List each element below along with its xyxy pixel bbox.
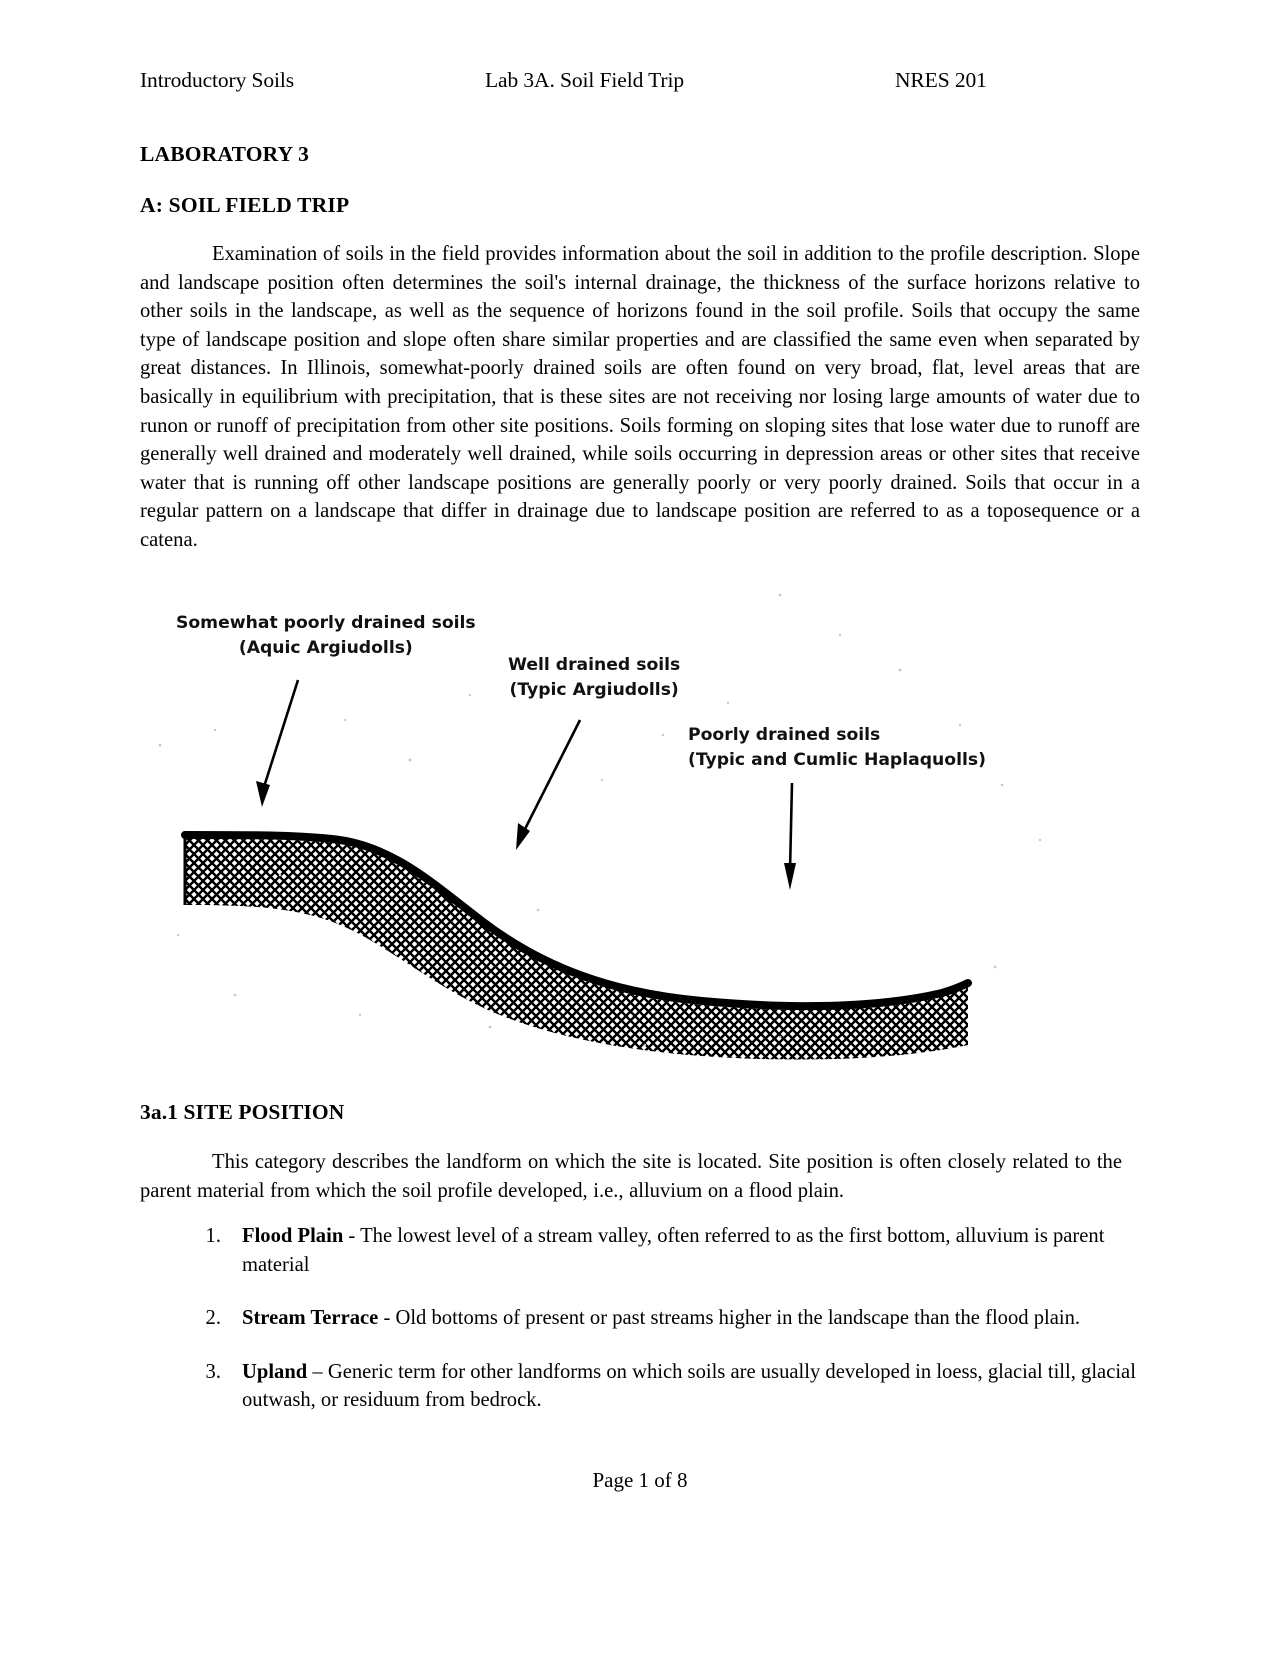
list-item-number: 3. [205, 1360, 221, 1383]
scan-speckle [158, 593, 1042, 1047]
figure-label-pd-line1: Poorly drained soils [688, 725, 881, 745]
soil-body-hatched [185, 839, 968, 1060]
list-item: 3. Upland – Generic term for other landfo… [175, 1358, 1140, 1415]
heading-laboratory: LABORATORY 3 [140, 142, 310, 166]
running-head: Introductory Soils Lab 3A. Soil Field Tr… [140, 68, 1140, 98]
list-item-text: – Generic term for other landforms on wh… [242, 1360, 1136, 1412]
list-item-number: 2. [205, 1307, 221, 1330]
running-head-left: Introductory Soils [140, 68, 295, 92]
list-item-text: - The lowest level of a stream valley, o… [242, 1225, 1105, 1276]
paragraph-intro: Examination of soils in the field provid… [140, 243, 1140, 551]
running-head-center: Lab 3A. Soil Field Trip [485, 68, 685, 92]
paragraph-site-position: This category describes the landform on … [140, 1151, 1122, 1202]
list-item-term: Upland [242, 1360, 308, 1383]
figure-label-wd-line1: Well drained soils [508, 655, 681, 675]
arrow-somewhat-poorly-drained [256, 679, 300, 807]
page-footer: Page 1 of 8 [592, 1468, 688, 1492]
site-position-list: 1. Flood Plain - The lowest level of a st… [175, 1222, 1140, 1440]
figure-label-pd-line2: (Typic and Cumlic Haplaquolls) [688, 750, 986, 770]
list-item-number: 1. [205, 1225, 221, 1247]
toposequence-diagram [158, 593, 1042, 1060]
list-item-text: - Old bottoms of present or past streams… [378, 1307, 1081, 1330]
figure-label-well-drained: Well drained soils (Typic Argiudolls) [508, 653, 680, 703]
figure-label-poorly-drained: Poorly drained soils (Typic and Cumlic H… [688, 723, 986, 773]
figure-label-somewhat-poorly-drained: Somewhat poorly drained soils (Aquic Arg… [176, 611, 476, 661]
list-item: 1. Flood Plain - The lowest level of a st… [175, 1222, 1140, 1279]
figure-label-wd-line2: (Typic Argiudolls) [509, 680, 679, 700]
list-item: 2. Stream Terrace - Old bottoms of presen… [175, 1304, 1140, 1333]
arrow-well-drained [516, 719, 582, 850]
heading-site-position: 3a.1 SITE POSITION [140, 1100, 345, 1124]
heading-section-a: A: SOIL FIELD TRIP [140, 193, 350, 217]
list-item-term: Stream Terrace [242, 1307, 379, 1330]
figure-label-swp-line2: (Aquic Argiudolls) [238, 638, 413, 658]
toposequence-figure: Somewhat poorly drained soils (Aquic Arg… [140, 575, 1140, 1075]
list-item-term: Flood Plain [242, 1225, 344, 1247]
figure-label-swp-line1: Somewhat poorly drained soils [176, 613, 476, 633]
running-head-right: NRES 201 [895, 68, 987, 92]
ground-surface-line [181, 831, 972, 1011]
arrow-poorly-drained [784, 782, 796, 890]
